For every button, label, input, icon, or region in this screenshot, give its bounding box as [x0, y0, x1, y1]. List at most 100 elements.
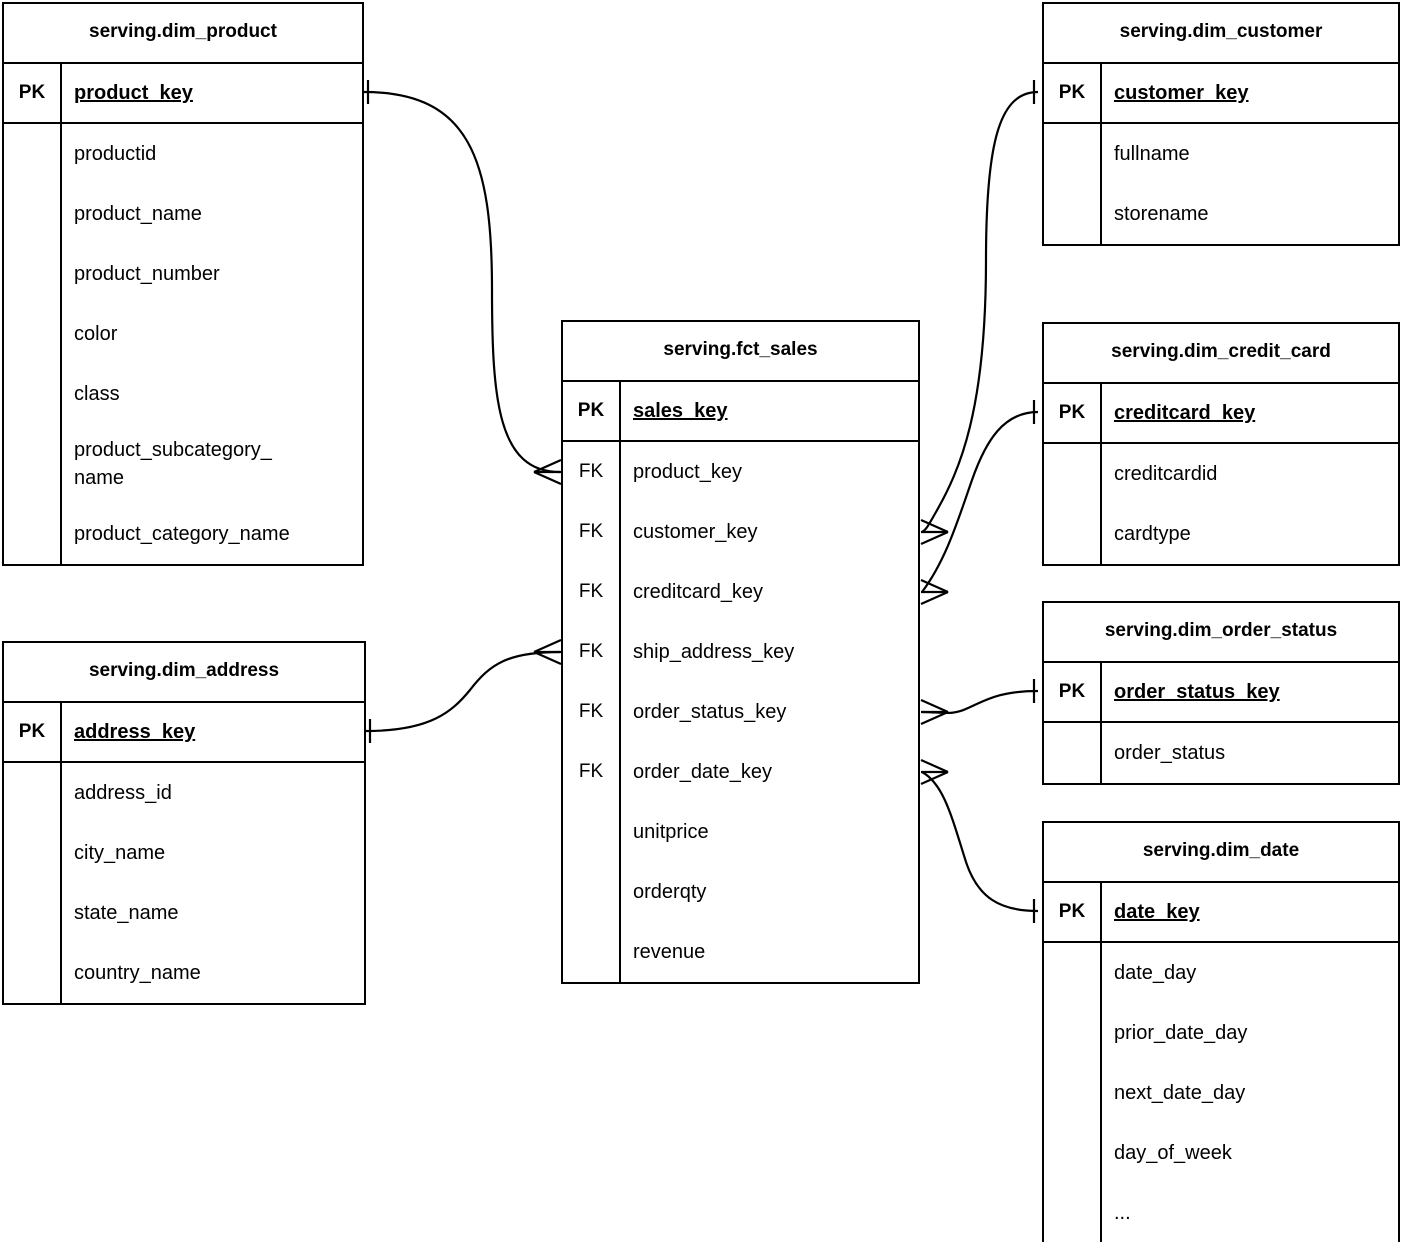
key-badge-empty — [1044, 444, 1102, 504]
table-row: fullname — [1044, 124, 1398, 184]
table-row: product_name — [4, 184, 362, 244]
key-badge-pk: PK — [1044, 384, 1102, 442]
column-name-color: color — [74, 323, 118, 345]
table-dim-address[interactable]: serving.dim_address PK address_key addre… — [2, 641, 366, 1005]
column-name-address-key: address_key — [74, 721, 196, 743]
column-name-order-status-key: order_status_key — [1114, 681, 1280, 703]
column-name-city-name: city_name — [74, 842, 166, 864]
table-row: day_of_week — [1044, 1123, 1398, 1183]
table-row-pk-dim-product: PK product_key — [4, 64, 362, 124]
table-row: productid — [4, 124, 362, 184]
table-dim-credit-card[interactable]: serving.dim_credit_card PK creditcard_ke… — [1042, 322, 1400, 566]
table-dim-date[interactable]: serving.dim_date PK date_key date_day pr… — [1042, 821, 1400, 1242]
key-badge-fk: FK — [563, 502, 621, 562]
column-name-next-date-day: next_date_day — [1114, 1082, 1246, 1104]
key-badge-empty — [4, 124, 62, 184]
key-badge-fk: FK — [563, 622, 621, 682]
table-row: revenue — [563, 922, 918, 982]
table-dim-product[interactable]: serving.dim_product PK product_key produ… — [2, 2, 364, 566]
key-badge-empty — [4, 504, 62, 564]
table-title-dim-date: serving.dim_date — [1044, 823, 1398, 883]
column-name-prior-date-day: prior_date_day — [1114, 1022, 1248, 1044]
column-name-country-name: country_name — [74, 962, 201, 984]
column-name-product-name: product_name — [74, 203, 202, 225]
column-name-state-name: state_name — [74, 902, 179, 924]
table-row: FK customer_key — [563, 502, 918, 562]
key-badge-empty — [563, 802, 621, 862]
key-badge-empty — [1044, 184, 1102, 244]
key-badge-empty — [1044, 943, 1102, 1003]
table-row-pk-dim-address: PK address_key — [4, 703, 364, 763]
key-badge-empty — [563, 862, 621, 922]
relationship-customer-to-sales — [920, 80, 1039, 546]
key-badge-pk: PK — [1044, 663, 1102, 721]
table-row: color — [4, 304, 362, 364]
key-badge-empty — [4, 304, 62, 364]
key-badge-empty — [1044, 1183, 1102, 1242]
table-row: product_category_name — [4, 504, 362, 564]
key-badge-empty — [1044, 124, 1102, 184]
table-row-pk-dim-order-status: PK order_status_key — [1044, 663, 1398, 723]
table-dim-customer[interactable]: serving.dim_customer PK customer_key ful… — [1042, 2, 1400, 246]
table-body-dim-order-status: order_status — [1044, 723, 1398, 783]
key-badge-empty — [4, 883, 62, 943]
table-row: orderqty — [563, 862, 918, 922]
column-name-day-of-week: day_of_week — [1114, 1142, 1232, 1164]
column-name-sales-key: sales_key — [633, 400, 728, 422]
column-name-creditcard-key: creditcard_key — [633, 581, 764, 603]
key-badge-empty — [4, 244, 62, 304]
column-name-address-id: address_id — [74, 782, 172, 804]
column-name-customer-key: customer_key — [1114, 82, 1249, 104]
table-row: unitprice — [563, 802, 918, 862]
table-row: address_id — [4, 763, 364, 823]
table-row: product_number — [4, 244, 362, 304]
key-badge-empty — [4, 184, 62, 244]
relationship-credit-card-to-sales — [920, 400, 1039, 606]
key-badge-pk: PK — [1044, 883, 1102, 941]
key-badge-fk: FK — [563, 682, 621, 742]
column-name-unitprice: unitprice — [633, 821, 709, 843]
column-name-class: class — [74, 383, 120, 405]
key-badge-empty — [4, 943, 62, 1003]
key-badge-fk: FK — [563, 442, 621, 502]
table-row-pk-fct-sales: PK sales_key — [563, 382, 918, 442]
table-body-dim-customer: fullname storename — [1044, 124, 1398, 244]
column-name-cardtype: cardtype — [1114, 523, 1191, 545]
key-badge-empty — [1044, 1063, 1102, 1123]
table-row: FK creditcard_key — [563, 562, 918, 622]
table-dim-order-status[interactable]: serving.dim_order_status PK order_status… — [1042, 601, 1400, 785]
table-body-dim-address: address_id city_name state_name country_… — [4, 763, 364, 1003]
column-name-date-day: date_day — [1114, 962, 1197, 984]
column-name-ship-address-key: ship_address_key — [633, 641, 795, 663]
table-body-dim-date: date_day prior_date_day next_date_day da… — [1044, 943, 1398, 1242]
key-badge-empty — [1044, 723, 1102, 783]
table-body-dim-product: productid product_name product_number co… — [4, 124, 362, 564]
key-badge-empty — [563, 922, 621, 982]
column-name-product-key: product_key — [633, 461, 742, 483]
table-title-dim-product: serving.dim_product — [4, 4, 362, 64]
table-row: order_status — [1044, 723, 1398, 783]
table-row: state_name — [4, 883, 364, 943]
table-title-dim-customer: serving.dim_customer — [1044, 4, 1398, 64]
table-title-dim-address: serving.dim_address — [4, 643, 364, 703]
column-name-productid: productid — [74, 143, 157, 165]
key-badge-empty — [4, 424, 62, 504]
table-row: cardtype — [1044, 504, 1398, 564]
column-name-date-key: date_key — [1114, 901, 1200, 923]
column-name-order-status: order_status — [1114, 742, 1226, 764]
table-fct-sales[interactable]: serving.fct_sales PK sales_key FK produc… — [561, 320, 920, 984]
key-badge-empty — [1044, 504, 1102, 564]
table-row: FK order_status_key — [563, 682, 918, 742]
table-row: class — [4, 364, 362, 424]
key-badge-empty — [4, 823, 62, 883]
table-body-dim-credit-card: creditcardid cardtype — [1044, 444, 1398, 564]
column-name-product-number: product_number — [74, 263, 220, 285]
column-name-ellipsis: ... — [1114, 1202, 1131, 1224]
table-body-fct-sales: FK product_key FK customer_key FK credit… — [563, 442, 918, 982]
table-row: city_name — [4, 823, 364, 883]
column-name-product-key: product_key — [74, 82, 193, 104]
column-name-storename: storename — [1114, 203, 1209, 225]
table-title-dim-credit-card: serving.dim_credit_card — [1044, 324, 1398, 384]
relationship-address-to-sales — [365, 638, 562, 743]
key-badge-pk: PK — [563, 382, 621, 440]
